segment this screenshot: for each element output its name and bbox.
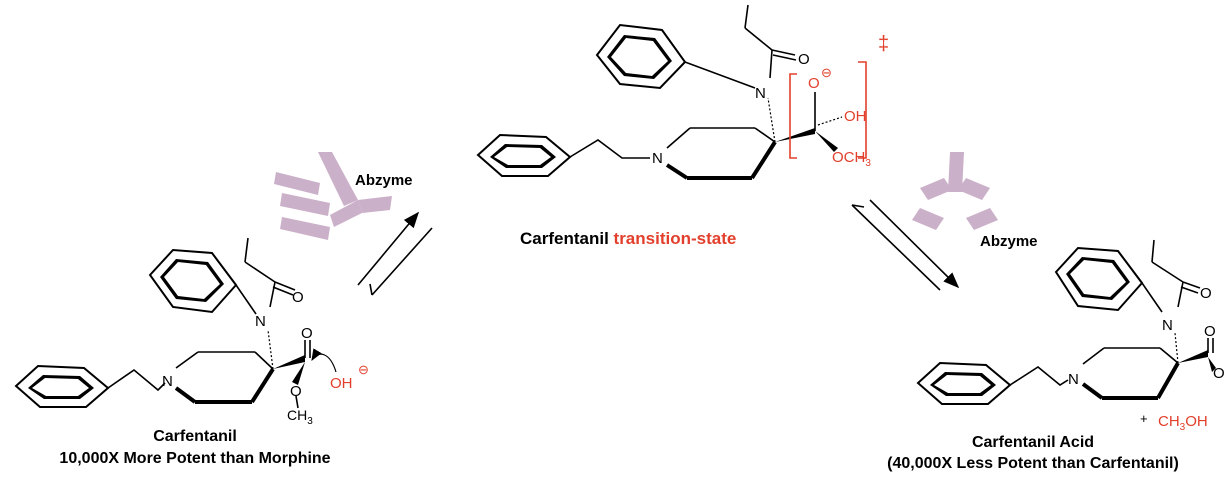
acid-anilide [1054,239,1201,364]
acid-atom-O-carbonyl: O [1204,323,1216,340]
acid-piperidine-ring [1081,347,1180,400]
abzyme-right-icon [912,152,998,230]
carfentanil-acid-potency: (40,000X Less Potent than Carfentanil) [887,455,1179,472]
equilibrium-arrows-right [851,199,960,291]
carf-atom-N-amide: N [255,313,266,330]
carf-anilide [148,237,296,370]
abzyme-left-icon [274,152,392,240]
equilibrium-arrows-left [357,211,433,296]
ts-atom-O-acyl: O [798,51,810,68]
carf-phenyl-ring [14,364,110,408]
plus-sign: + [1140,411,1148,426]
acid-atom-N-amide: N [1162,317,1173,334]
carfentanil-acid-structure [916,239,1216,405]
abzyme-right-label: Abzyme [980,233,1038,250]
ts-ethyl-chain [569,139,650,159]
acid-atom-N-pip: N [1068,371,1079,388]
ts-caption-name: Carfentanil [520,229,609,248]
carf-atom-O-carbonyl: O [301,325,313,342]
carf-methyl: CH3 [287,407,313,427]
carf-ethyl-chain [107,368,166,392]
carfentanil-potency: 10,000X More Potent than Morphine [59,450,331,467]
carfentanil-acid-name: Carfentanil Acid [971,434,1095,451]
curved-arrow-hydroxide [311,348,337,373]
ts-brackets [789,61,867,159]
abzyme-left-label: Abzyme [355,172,413,189]
ts-atom-N-amide: N [755,85,766,102]
carf-atom-O-ester: O [290,383,302,400]
ts-anilide [595,4,797,143]
acid-phenyl-ring [916,361,1012,405]
ts-piperidine-ring [665,127,777,180]
ts-atom-OMe: OCH3 [832,149,871,169]
acid-carboxyl [1178,338,1216,372]
carf-ester [273,340,311,409]
ts-dagger: ‡ [878,33,889,55]
acid-atom-O-acyl: O [1200,285,1212,302]
carf-piperidine-ring [174,351,275,404]
acid-atom-OH: OH [1213,365,1225,382]
acid-ethyl-chain [1009,366,1069,386]
hydroxide-label: OH [330,375,353,392]
ts-caption-highlight: transition-state [613,229,737,248]
carfentanil-structure [14,237,337,409]
carf-atom-O-acyl: O [292,289,304,306]
ts-tetrahedral-center [775,92,843,152]
ts-atom-N-pip: N [652,150,663,167]
ts-atom-OH: OH [844,108,867,125]
transition-state-structure [476,4,867,180]
hydroxide-charge: ⊖ [358,362,369,377]
ts-phenyl-ring [476,133,572,177]
carfentanil-name: Carfentanil [153,428,237,445]
ts-atom-O-minus: O [808,75,820,92]
carf-atom-N-pip: N [162,373,173,390]
ts-charge-minus: ⊖ [821,65,832,80]
methanol-label: CH3OH [1158,413,1208,433]
transition-state-caption: Carfentanil transition-state [520,229,736,249]
